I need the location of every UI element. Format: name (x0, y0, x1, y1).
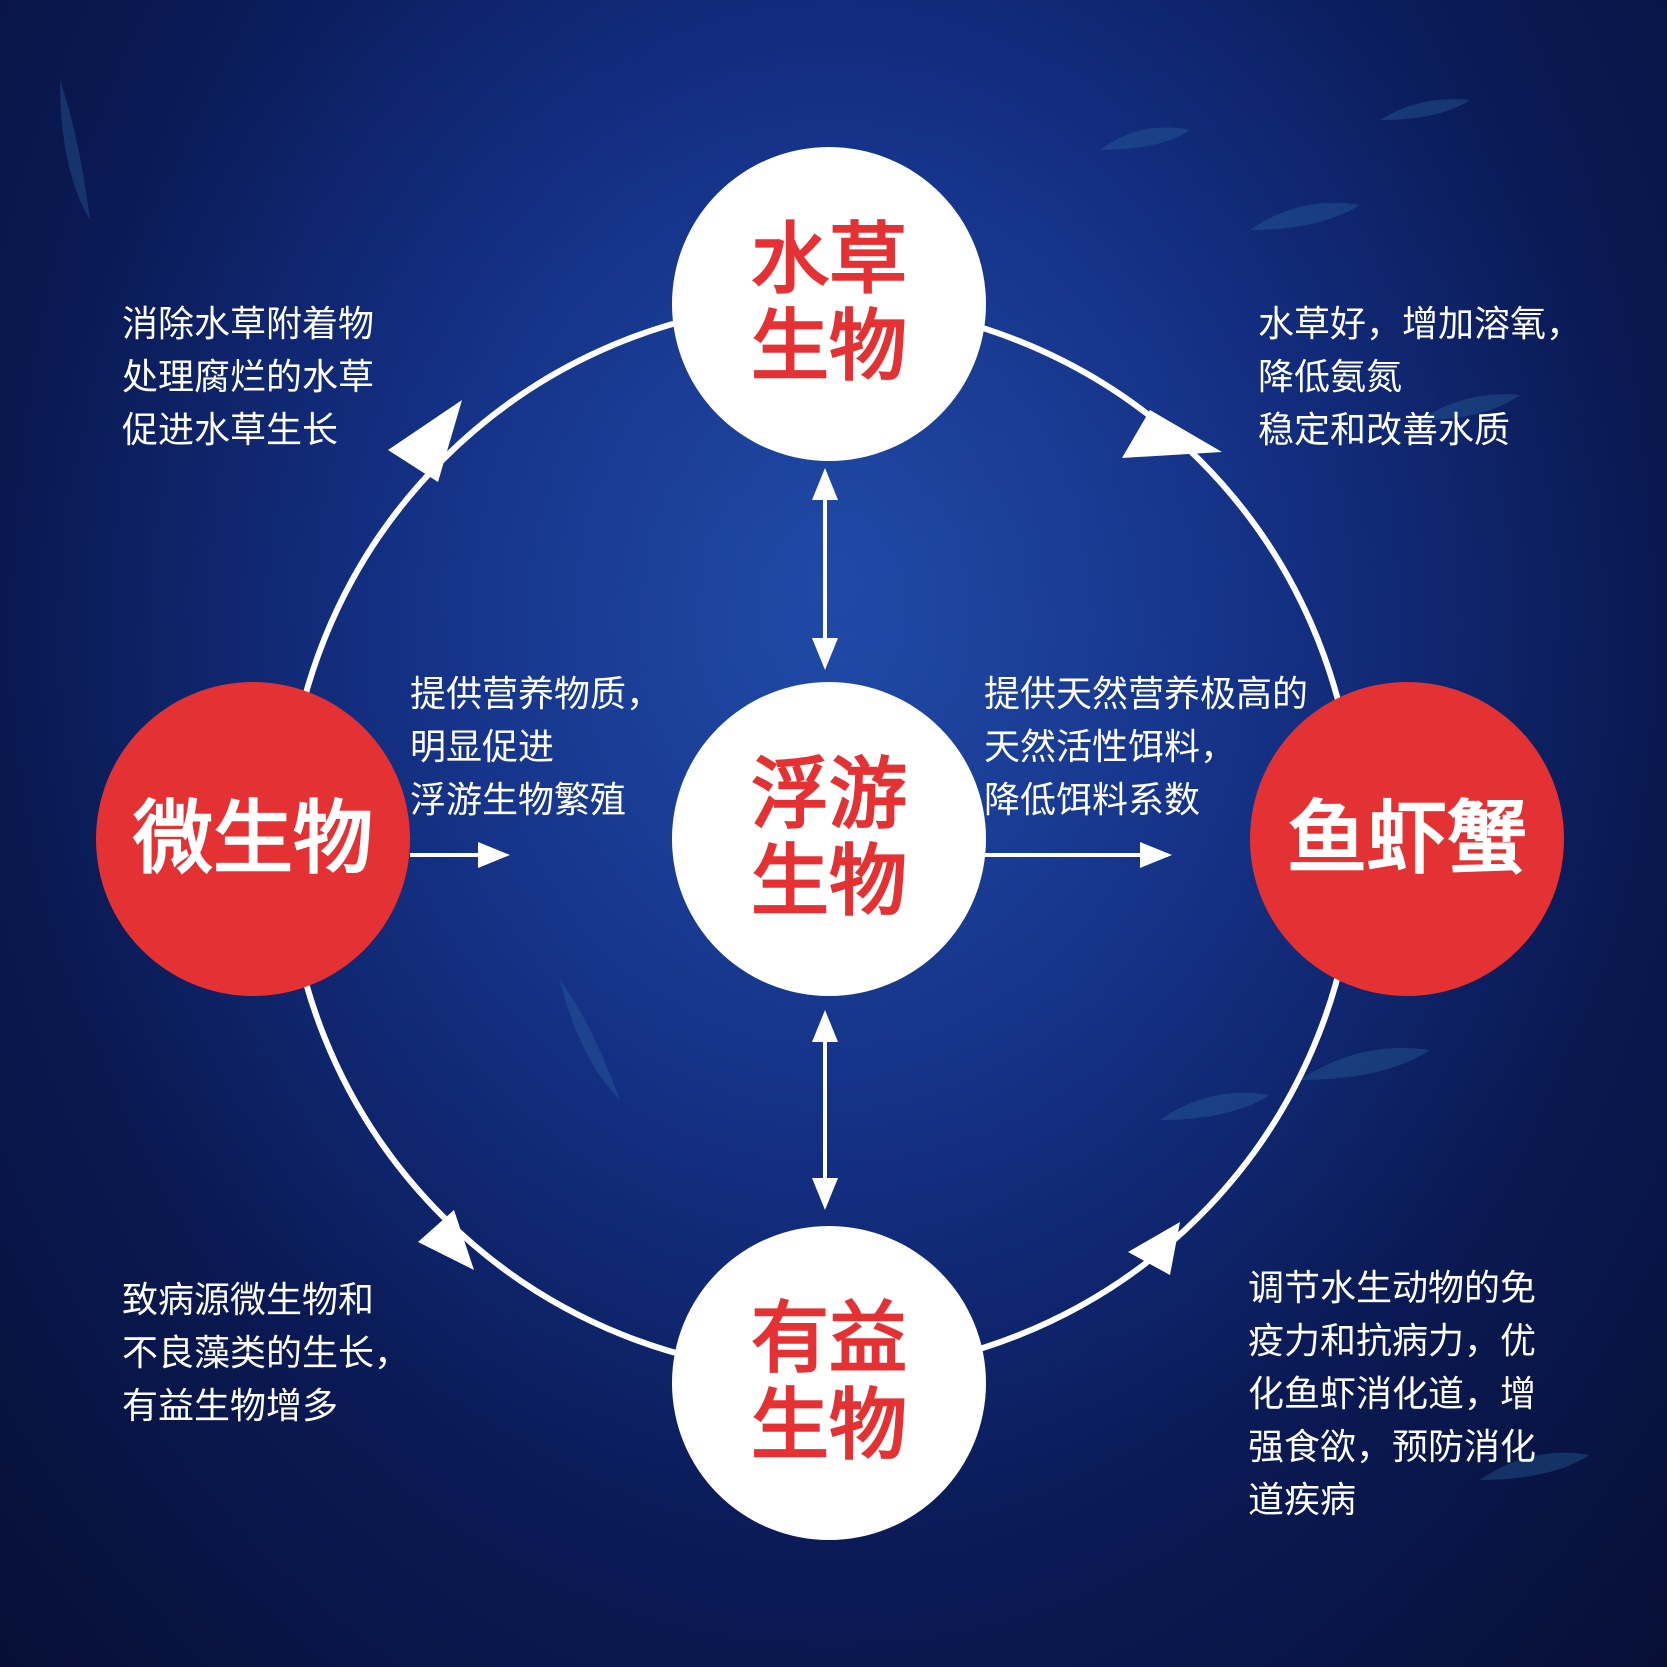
node-aquatic-plants: 水草 生物 (672, 147, 986, 461)
arrow-center-bottom-head-down (812, 1178, 838, 1210)
desc-top-right: 水草好，增加溶氧， 降低氨氮 稳定和改善水质 (1258, 304, 1583, 451)
arrowhead-bottom-left (418, 1210, 474, 1270)
node-beneficial-line2: 生物 (750, 1381, 907, 1471)
node-plankton: 浮游 生物 (672, 682, 986, 996)
arrow-top-center-head-down (812, 638, 838, 670)
node-microorganisms: 微生物 (96, 682, 410, 996)
arrowhead-top-right (1122, 410, 1222, 458)
node-beneficial-organisms: 有益 生物 (672, 1226, 986, 1540)
node-microorganisms-label: 微生物 (133, 792, 373, 886)
node-plankton-line1: 浮游 (750, 749, 907, 840)
arrow-center-bottom-head-up (812, 1010, 838, 1042)
desc-bottom-left: 致病源微生物和 不良藻类的生长， 有益生物增多 (122, 1280, 411, 1427)
desc-top-left: 消除水草附着物 处理腐烂的水草 促进水草生长 (122, 304, 375, 451)
fish-decoration (60, 80, 1590, 1480)
desc-bottom-right: 调节水生动物的免 疫力和抗病力，优 化鱼虾消化道，增 强食欲，预防消化 道疾病 (1248, 1268, 1537, 1521)
arrow-left-center-head (478, 842, 510, 868)
arrowhead-right-bottom (1128, 1222, 1180, 1275)
node-beneficial-line1: 有益 (750, 1293, 907, 1384)
node-fish-shrimp-crab: 鱼虾蟹 (1250, 682, 1564, 996)
arrow-top-center-head-up (812, 468, 838, 500)
arrowhead-left-top (388, 400, 462, 482)
node-fish-shrimp-crab-label: 鱼虾蟹 (1287, 792, 1527, 886)
desc-mid-left: 提供营养物质， 明显促进 浮游生物繁殖 (410, 674, 663, 821)
node-plankton-line2: 生物 (750, 837, 907, 927)
desc-mid-right: 提供天然营养极高的 天然活性饵料， 降低饵料系数 (984, 674, 1309, 821)
node-aquatic-plants-line1: 水草 (750, 214, 907, 305)
node-aquatic-plants-line2: 生物 (750, 302, 907, 392)
arrow-center-right-head (1140, 842, 1172, 868)
